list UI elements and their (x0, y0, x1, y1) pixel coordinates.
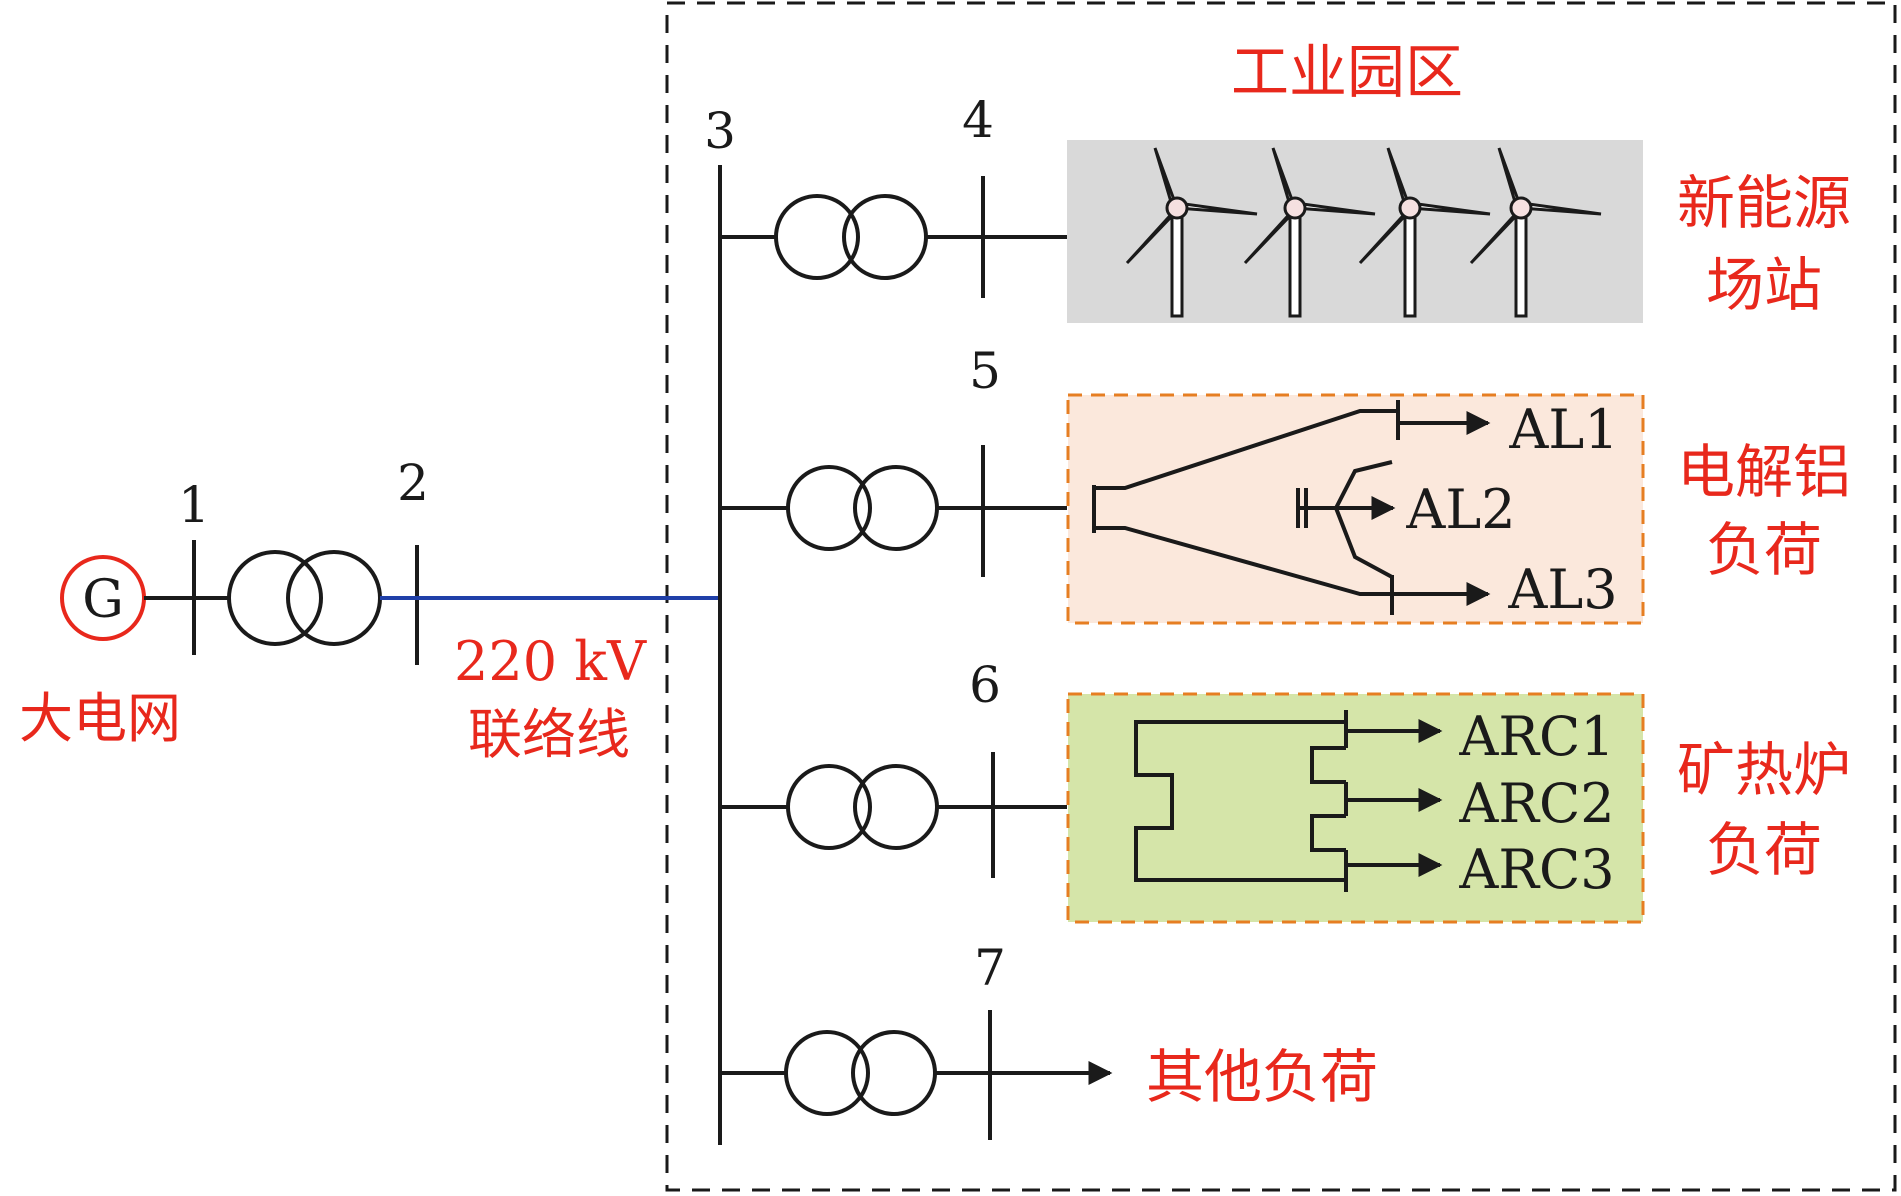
arc-furnace-network (1134, 710, 1443, 892)
transformer-3-6 (786, 764, 939, 850)
aluminum-rectifier-network (1092, 400, 1491, 615)
generator: G (60, 555, 146, 641)
transformer-1-2 (227, 550, 382, 646)
wind-station-box (1067, 140, 1643, 323)
bus-7-label: 7 (974, 939, 1006, 997)
grid-label: 大电网 (19, 687, 181, 750)
tie-line-voltage: 220 kV (454, 630, 647, 693)
bus-6-label: 6 (969, 656, 1001, 714)
bus-2-label: 2 (397, 454, 429, 512)
transformer-3-7 (784, 1030, 937, 1116)
bus-5-label: 5 (969, 342, 1001, 400)
bus-3-label: 3 (704, 102, 736, 160)
aluminum-output-1: AL1 (1508, 398, 1618, 461)
generator-symbol: G (82, 570, 124, 630)
tie-line-name: 联络线 (468, 703, 630, 766)
park-title: 工业园区 (1231, 38, 1463, 106)
transformer-3-4 (774, 194, 928, 280)
aluminum-output-2: AL2 (1405, 478, 1515, 541)
arc-load-label-1: 矿热炉 (1677, 736, 1851, 804)
wind-station-label-2: 场站 (1706, 251, 1822, 319)
other-load-label: 其他负荷 (1146, 1043, 1378, 1111)
aluminum-load-label-1: 电解铝 (1677, 438, 1851, 506)
wind-station-label-1: 新能源 (1677, 169, 1851, 237)
aluminum-load-label-2: 负荷 (1706, 516, 1822, 584)
bus-4-label: 4 (962, 91, 994, 149)
transformer-3-5 (786, 465, 939, 551)
arc-output-2: ARC2 (1458, 772, 1614, 835)
arc-output-3: ARC3 (1458, 838, 1614, 901)
arc-output-1: ARC1 (1458, 705, 1614, 768)
aluminum-output-3: AL3 (1507, 558, 1617, 621)
bus-1-label: 1 (178, 476, 210, 534)
arc-load-label-2: 负荷 (1706, 816, 1822, 884)
